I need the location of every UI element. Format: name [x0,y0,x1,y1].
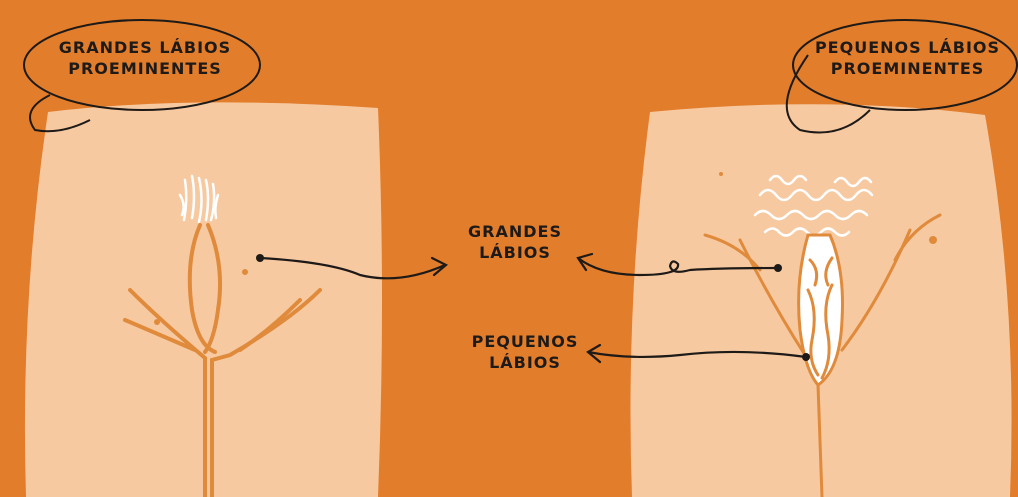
right-title-line1: PEQUENOS LÁBIOS [814,38,1001,57]
right-arrow-grandes [577,257,779,277]
left-arrow [259,256,446,280]
right-pubic-hair [753,174,874,237]
left-pubic-hair [178,174,220,224]
left-vulva [123,223,322,497]
left-title-ellipse [23,19,261,111]
left-title-line2: PROEMINENTES [68,58,222,78]
label-grandes-line2: LÁBIOS [479,242,551,262]
label-pequenos-line2: LÁBIOS [489,352,561,372]
right-labia-minora [797,233,844,387]
left-figure [23,19,448,497]
right-arrow-pequenos [587,350,807,359]
left-title-line1: GRANDES LÁBIOS [58,38,232,57]
right-title: PEQUENOS LÁBIOS PROEMINENTES [800,38,1015,80]
left-body [24,102,383,497]
label-pequenos-labios: PEQUENOS LÁBIOS [450,332,600,374]
right-title-line2: PROEMINENTES [830,58,985,78]
label-pequenos-line1: PEQUENOS [471,332,579,351]
right-title-ellipse [792,19,1018,111]
left-title: GRANDES LÁBIOS PROEMINENTES [40,38,250,80]
label-grandes-labios: GRANDES LÁBIOS [450,222,580,264]
right-figure [576,19,1018,497]
label-grandes-line1: GRANDES [468,222,562,241]
